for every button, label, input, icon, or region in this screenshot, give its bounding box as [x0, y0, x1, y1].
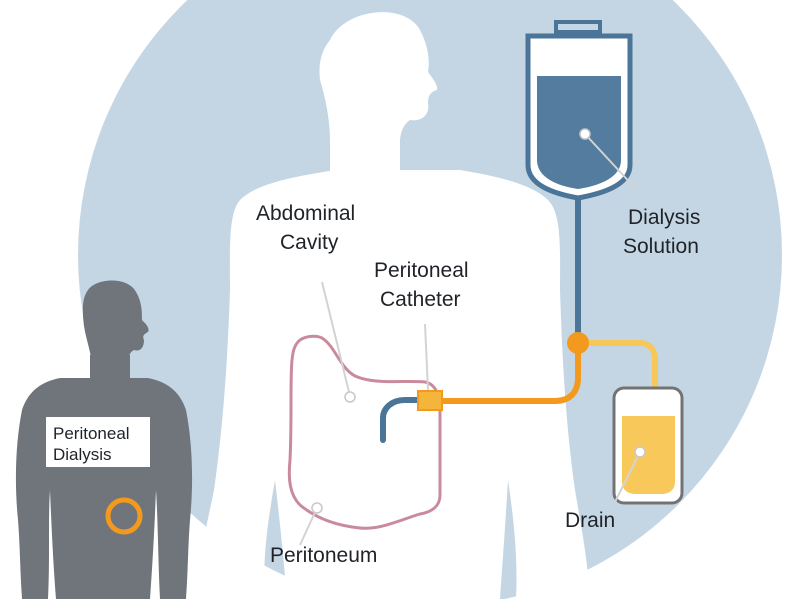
catheter-connector — [417, 390, 443, 411]
drain-container — [612, 386, 684, 505]
catheter-tube — [437, 342, 581, 404]
solution-fluid — [537, 76, 621, 189]
tube-junction — [567, 332, 589, 354]
drain-fluid — [622, 416, 675, 494]
highlight-ring — [105, 497, 143, 535]
dialysis-solution-bag — [525, 20, 633, 201]
label-drain: Drain — [565, 509, 615, 532]
label-peritoneal-catheter: Peritoneal Catheter — [374, 259, 474, 311]
body-silhouette — [195, 12, 590, 599]
label-dialysis-solution: Dialysis Solution — [623, 206, 706, 258]
drain-tube — [577, 340, 658, 391]
small-figure-label-box — [46, 417, 150, 467]
label-peritoneum: Peritoneum — [270, 544, 377, 567]
label-abdominal-cavity: Abdominal Cavity — [256, 202, 361, 254]
catheter-inner-tube — [380, 397, 423, 443]
peritoneum-outline — [287, 334, 442, 530]
pointer-lines — [299, 133, 641, 546]
pointer-dots — [311, 128, 646, 514]
label-peritoneal-dialysis: Peritoneal Dialysis — [53, 424, 134, 464]
